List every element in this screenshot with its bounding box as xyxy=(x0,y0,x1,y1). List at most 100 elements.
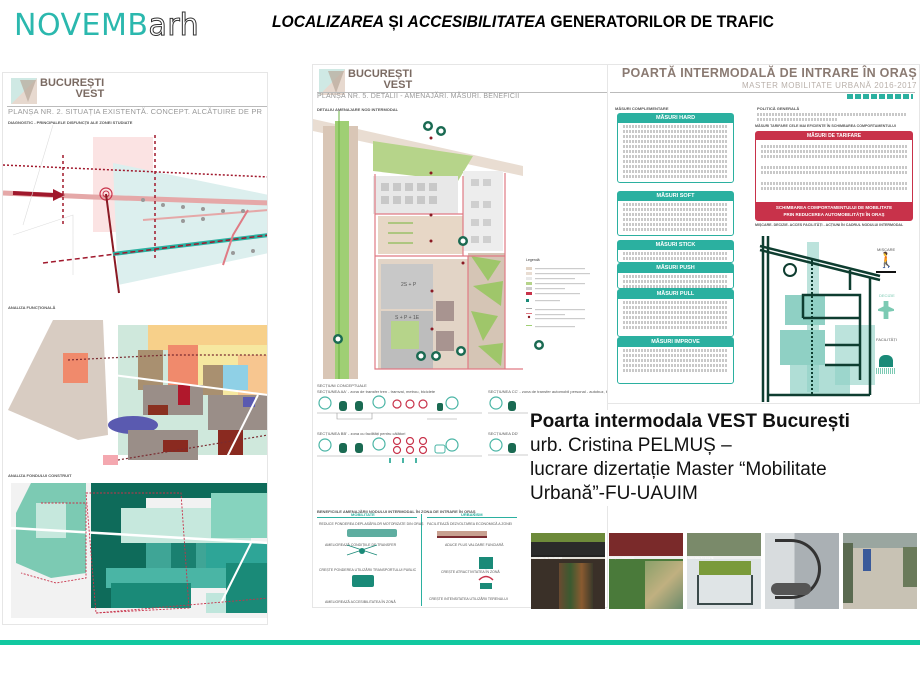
svg-text:S + P + 1E: S + P + 1E xyxy=(395,315,420,321)
brand-line-2: VEST xyxy=(383,79,413,91)
movement-label: MIȘCARE. DECIZIE. ACCES FACILITĂȚI - ACȚ… xyxy=(755,223,904,227)
benefit-item: CREȘTE INTENSITATEA UTILIZĂRII TERENULUI xyxy=(429,597,508,601)
caption-title: Poarta intermodala VEST București xyxy=(530,411,850,432)
measures-hard-box: MĂSURI HARD xyxy=(617,113,734,183)
benefit-item: AMELIOREAZĂ CONDIȚIILE DE TRANSFER xyxy=(325,543,397,547)
caption-thesis: lucrare dizertație Master “Mobilitate xyxy=(530,459,827,480)
brand-line-1: BUCUREȘTI xyxy=(40,77,105,89)
section-cc-drawing xyxy=(488,395,528,425)
complementary-measures-label: MĂSURI COMPLEMENTARE xyxy=(615,106,669,111)
benefit-item: FACILITEAZĂ DEZVOLTAREA ECONOMICĂ A ZONE… xyxy=(427,522,513,526)
caption-author: urb. Cristina PELMUȘ – xyxy=(530,435,732,456)
title-rest: GENERATORILOR DE TRAFIC xyxy=(546,12,774,31)
divider xyxy=(610,92,915,93)
benefits-urbanism-header: URBANISM xyxy=(461,512,483,517)
bottom-accent-bar xyxy=(0,640,920,645)
measures-push-header: MĂSURI PUSH xyxy=(618,264,733,273)
caption-institution: Urbană”-FU-UAUIM xyxy=(530,483,698,504)
tariff-intro: MĂSURI TARIFARE CELE MAI EFICIENTE ÎN SC… xyxy=(755,124,896,128)
facilities-icon-label: FACILITĂȚI xyxy=(876,337,897,342)
benefit-item: AMELIOREAZĂ ACCESIBILITATEA ÎN ZONĂ xyxy=(325,600,396,604)
tariff-footer-line-2: PRIN REDUCEREA AUTOMOBILITĂȚII ÎN ORAȘ xyxy=(783,212,885,217)
section-built-fund-label: ANALIZA FONDULUI CONSTRUIT xyxy=(8,473,72,478)
functional-analysis-map xyxy=(8,315,267,465)
intermodal-node-site-plan: 2S + P S + P + 1E Legendă xyxy=(313,111,607,379)
divider xyxy=(876,271,896,273)
tariff-footer-line-1: SCHIMBAREA COMPORTAMENTULUI DE MOBILITAT… xyxy=(775,205,893,210)
sections-title: SECȚIUNI CONCEPTUALE xyxy=(317,383,367,388)
section-cc-label: SECȚIUNEA CC' - zona de transfer automob… xyxy=(488,389,608,394)
measures-pull-box: MĂSURI PULL xyxy=(617,289,734,337)
measures-stick-header: MĂSURI STICK xyxy=(618,241,733,250)
benefits-mobility-header: MOBILITATE xyxy=(351,512,375,517)
benefit-item: ADUCE PLUS VALOARE FUNCIARĂ xyxy=(445,543,504,547)
section-aa-drawing xyxy=(317,395,482,425)
measures-stick-box: MĂSURI STICK xyxy=(617,240,734,263)
title-sep: ȘI xyxy=(384,12,408,31)
logo-strong: NOVEMB xyxy=(14,8,149,43)
tariff-footer: SCHIMBAREA COMPORTAMENTULUI DE MOBILITAT… xyxy=(756,202,912,220)
photo-bicycle-parking: PARCARE BICICLETE xyxy=(687,533,761,609)
brand-mark-icon xyxy=(319,69,345,95)
divider xyxy=(427,517,517,518)
board-subtitle: MASTER MOBILITATE URBANĂ 2016-2017 xyxy=(742,81,917,90)
divider xyxy=(7,106,267,107)
section-bb-label: SECȚIUNEA BB' - zona cu facilități pentr… xyxy=(317,431,406,436)
section-diagnostic-label: DIAGNOSTIC - PRINCIPALELE DISFUNCȚII ALE… xyxy=(8,120,133,125)
benefits-title: BENEFICIILE AMENAJĂRII NODULUI INTERMODA… xyxy=(317,509,476,514)
brand-line-2: VEST xyxy=(75,88,105,100)
section-dd-drawing xyxy=(488,437,528,467)
reference-photos: PARCARE DE TRANSFER SPAȚIU COMERCIAL PAR… xyxy=(531,533,917,609)
section-bb-drawing xyxy=(317,437,482,467)
walking-person-icon: 🚶 xyxy=(877,252,896,269)
plansa-title: PLANȘA NR. 2. SITUAȚIA EXISTENTĂ. CONCEP… xyxy=(8,107,263,116)
general-policy-label: POLITICĂ GENERALĂ xyxy=(757,106,800,111)
brand-mark-icon xyxy=(11,78,37,104)
photo-label: SPAȚIU COMERCIAL xyxy=(610,557,635,560)
benefits-icons xyxy=(317,525,517,600)
svg-text:Legendă: Legendă xyxy=(526,258,540,262)
measures-push-box: MĂSURI PUSH xyxy=(617,263,734,289)
divider xyxy=(317,92,607,93)
divider xyxy=(421,514,422,606)
title-part-2: ACCESIBILITATEA xyxy=(407,12,547,31)
measures-pull-header: MĂSURI PULL xyxy=(618,290,733,299)
facilities-person-icon xyxy=(879,355,893,367)
diagnostic-map xyxy=(3,125,267,305)
board-mark-strip xyxy=(847,94,913,99)
tariff-header: MĂSURI DE TARIFARE xyxy=(756,132,912,140)
section-aa-label: SECȚIUNEA AA' - zona de transfer tren - … xyxy=(317,389,436,394)
photo-bike-shelter xyxy=(765,533,839,609)
facilities-base-icon xyxy=(876,368,896,374)
novembarh-logo: NOVEMBarh xyxy=(14,8,199,44)
measures-soft-header: MĂSURI SOFT xyxy=(618,192,733,201)
section-dd-label: SECȚIUNEA DD' xyxy=(488,431,519,436)
photo-label: PARCARE BICICLETE xyxy=(688,557,714,560)
brand-line-1: BUCUREȘTI xyxy=(348,68,413,80)
photo-pedestrian-street xyxy=(843,533,917,609)
benefit-item: CREȘTE ATRACTIVITATEA ÎN ZONĂ xyxy=(441,570,500,574)
plansa-title: PLANȘA NR. 5. DETALII - AMENAJĂRI. MĂSUR… xyxy=(317,93,520,100)
measures-hard-header: MĂSURI HARD xyxy=(618,114,733,123)
building-label-1: 2S + P xyxy=(401,282,417,288)
section-functional-label: ANALIZA FUNCȚIONALĂ xyxy=(8,305,56,310)
title-part-1: LOCALIZAREA xyxy=(272,12,385,31)
project-caption: Poarta intermodala VEST București urb. C… xyxy=(528,410,918,506)
movement-icon-label: MIȘCARE xyxy=(877,247,896,252)
measures-soft-box: MĂSURI SOFT xyxy=(617,191,734,236)
tariff-measures-box: MĂSURI DE TARIFARE SCHIMBAREA COMPORTAME… xyxy=(755,131,913,221)
board-title: POARTĂ INTERMODALĂ DE INTRARE ÎN ORAȘ xyxy=(621,66,917,80)
detail-label: DETALIU AMENAJARE NOD INTERMODAL xyxy=(317,107,399,112)
decision-icon-label: DECIZIE xyxy=(879,293,895,298)
measures-improve-header: MĂSURI IMPROVE xyxy=(618,338,733,347)
divider xyxy=(317,517,417,518)
slide-title: LOCALIZAREA ȘI ACCESIBILITATEA GENERATOR… xyxy=(272,12,774,32)
measures-improve-box: MĂSURI IMPROVE xyxy=(617,337,734,384)
photo-label: PARCARE DE TRANSFER xyxy=(532,557,563,560)
built-fund-map xyxy=(11,483,267,618)
benefit-item: CREȘTE PONDEREA UTILIZĂRII TRANSPORTULUI… xyxy=(319,568,417,572)
